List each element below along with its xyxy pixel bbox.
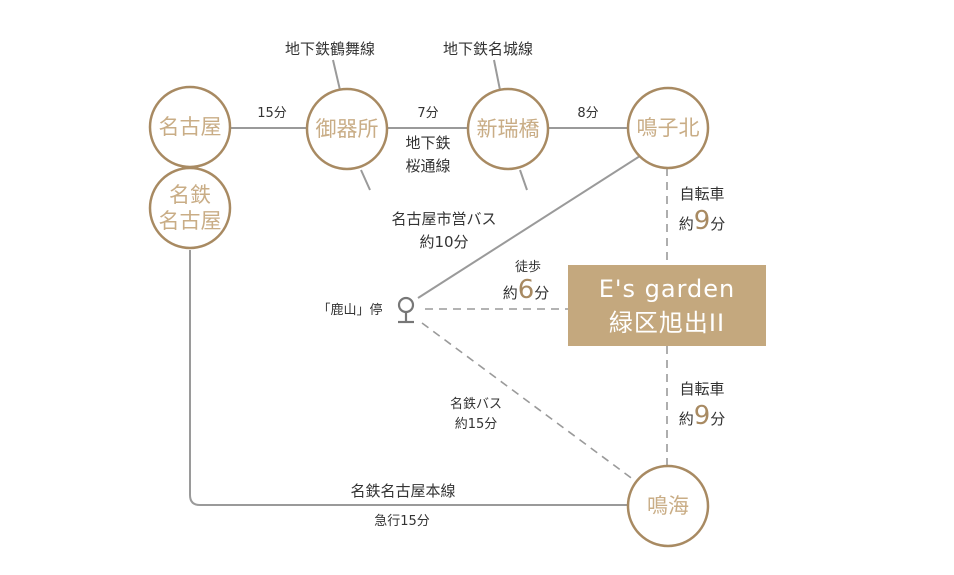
station-shinmizuhashi: 新瑞橋 (466, 87, 550, 171)
bus-stop-icon (397, 296, 415, 324)
express-time: 急行15分 (374, 514, 430, 529)
walk-time: 約6分 (503, 275, 550, 305)
station-label: 鳴子北 (637, 116, 700, 140)
meitetsu-bus-line (421, 322, 635, 481)
station-label: 鳴海 (647, 494, 689, 518)
property-location: 緑区旭出II (609, 309, 725, 337)
bike-time: 約9分 (679, 206, 726, 236)
property-name: E's garden (599, 275, 736, 303)
station-label: 名鉄 (169, 183, 211, 207)
city-bus-label: 名古屋市営バス (391, 210, 496, 228)
city-bus-line (417, 155, 641, 299)
meijo-line-label: 地下鉄名城線 (443, 40, 533, 58)
bike-time: 約9分 (679, 401, 726, 431)
sakuradori-line-label: 地下鉄 (405, 134, 450, 152)
station-label: 新瑞橋 (477, 117, 540, 141)
walk-label: 徒歩 (515, 260, 541, 275)
bike-label: 自転車 (679, 185, 724, 203)
meitetsu-bus-time: 約15分 (455, 417, 498, 432)
meijo-line-north (493, 59, 501, 91)
meitetsu-bus-label: 名鉄バス (450, 396, 502, 412)
city-bus-time: 約10分 (419, 233, 468, 251)
station-label: 名古屋 (159, 209, 222, 233)
station-nagoya: 名古屋 (148, 85, 232, 169)
tsurumai-line-south (360, 169, 371, 191)
bus-stop-label: 「鹿山」停 (317, 302, 382, 318)
meitetsu-main-line-label: 名鉄名古屋本線 (350, 482, 455, 500)
bike-label: 自転車 (679, 380, 724, 398)
tsurumai-line-label: 地下鉄鶴舞線 (285, 40, 375, 58)
meijo-line-south (519, 169, 528, 191)
station-narukokita: 鳴子北 (626, 86, 710, 170)
station-gokiso: 御器所 (305, 87, 389, 171)
station-narumi: 鳴海 (626, 464, 710, 548)
sakuradori-line-label: 桜通線 (405, 157, 450, 175)
station-meitetsu-nagoya: 名鉄 名古屋 (148, 166, 232, 250)
property-box: E's garden 緑区旭出II (568, 265, 766, 346)
time-label: 15分 (257, 106, 287, 121)
time-label: 7分 (417, 106, 438, 121)
tsurumai-line-north (332, 59, 341, 91)
station-label: 御器所 (316, 117, 379, 141)
station-label: 名古屋 (159, 115, 222, 139)
time-label: 8分 (577, 106, 598, 121)
meitetsu-main-line (189, 250, 628, 506)
